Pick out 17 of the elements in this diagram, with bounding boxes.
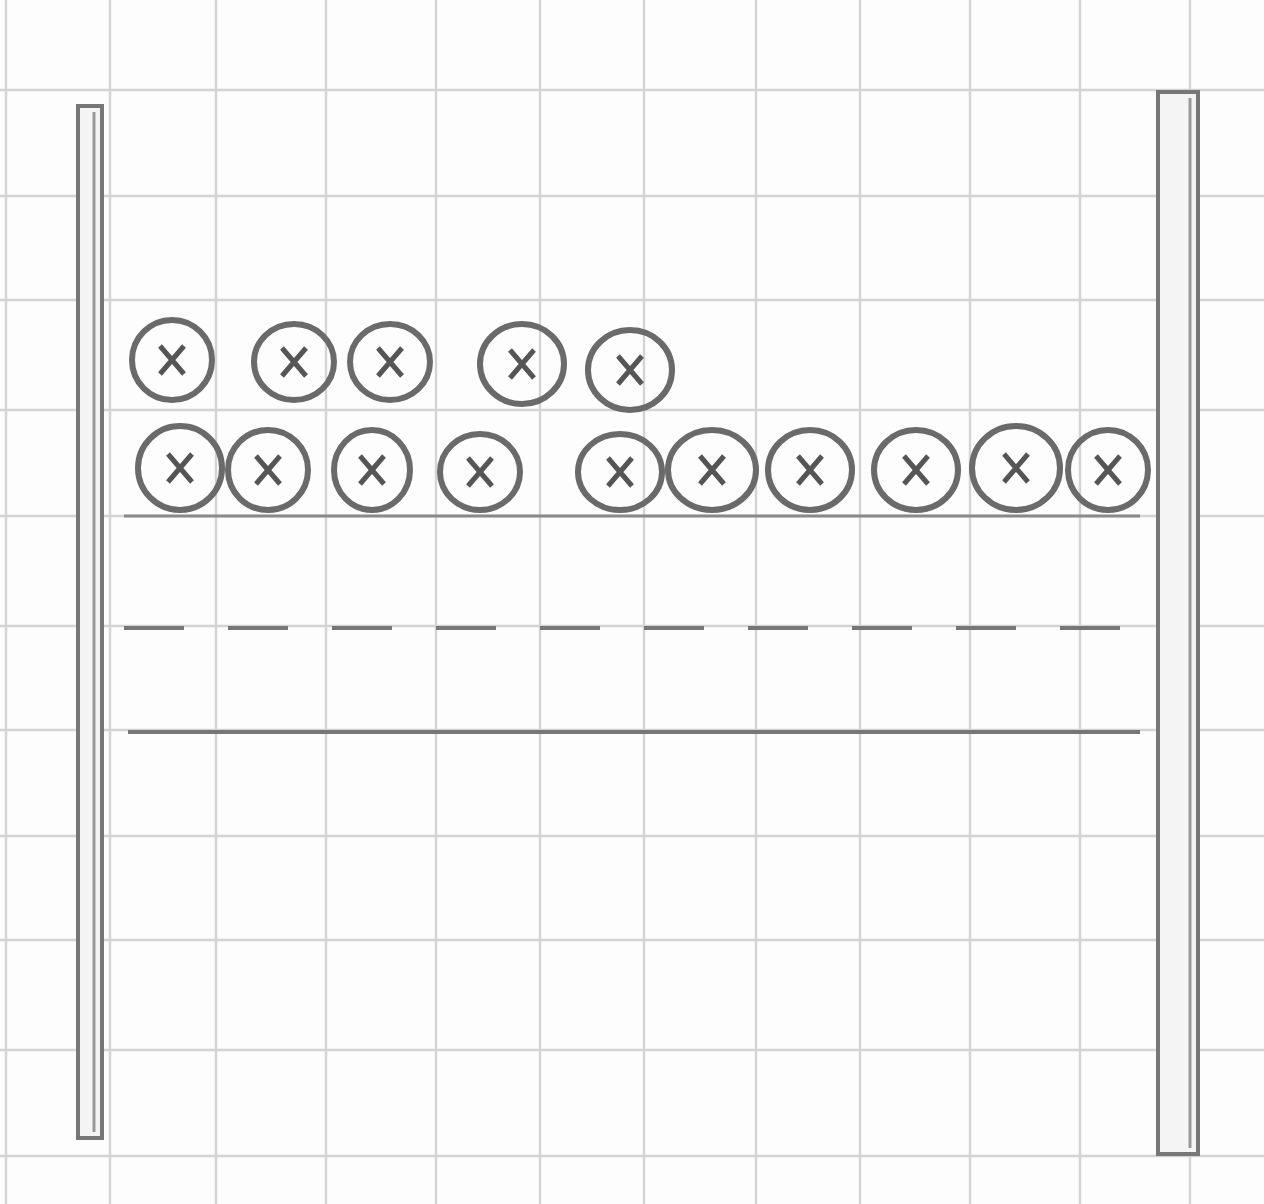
crossed-circle bbox=[1064, 426, 1152, 514]
crossed-circle bbox=[870, 426, 962, 514]
crossed-circle bbox=[574, 430, 666, 514]
crossed-circle bbox=[764, 426, 856, 514]
vertical-bar bbox=[76, 104, 104, 1140]
crossed-circle bbox=[224, 426, 312, 514]
crossed-circle bbox=[476, 320, 568, 408]
crossed-circle bbox=[584, 326, 676, 414]
crossed-circle bbox=[330, 426, 414, 514]
crossed-circle bbox=[968, 422, 1064, 514]
crossed-circle bbox=[436, 430, 524, 514]
crossed-circle bbox=[128, 316, 216, 404]
crossed-circle bbox=[134, 422, 226, 514]
crossed-circle bbox=[346, 320, 434, 404]
crossed-circle bbox=[250, 320, 338, 404]
vertical-bar bbox=[1156, 90, 1200, 1156]
crossed-circle bbox=[664, 426, 760, 514]
